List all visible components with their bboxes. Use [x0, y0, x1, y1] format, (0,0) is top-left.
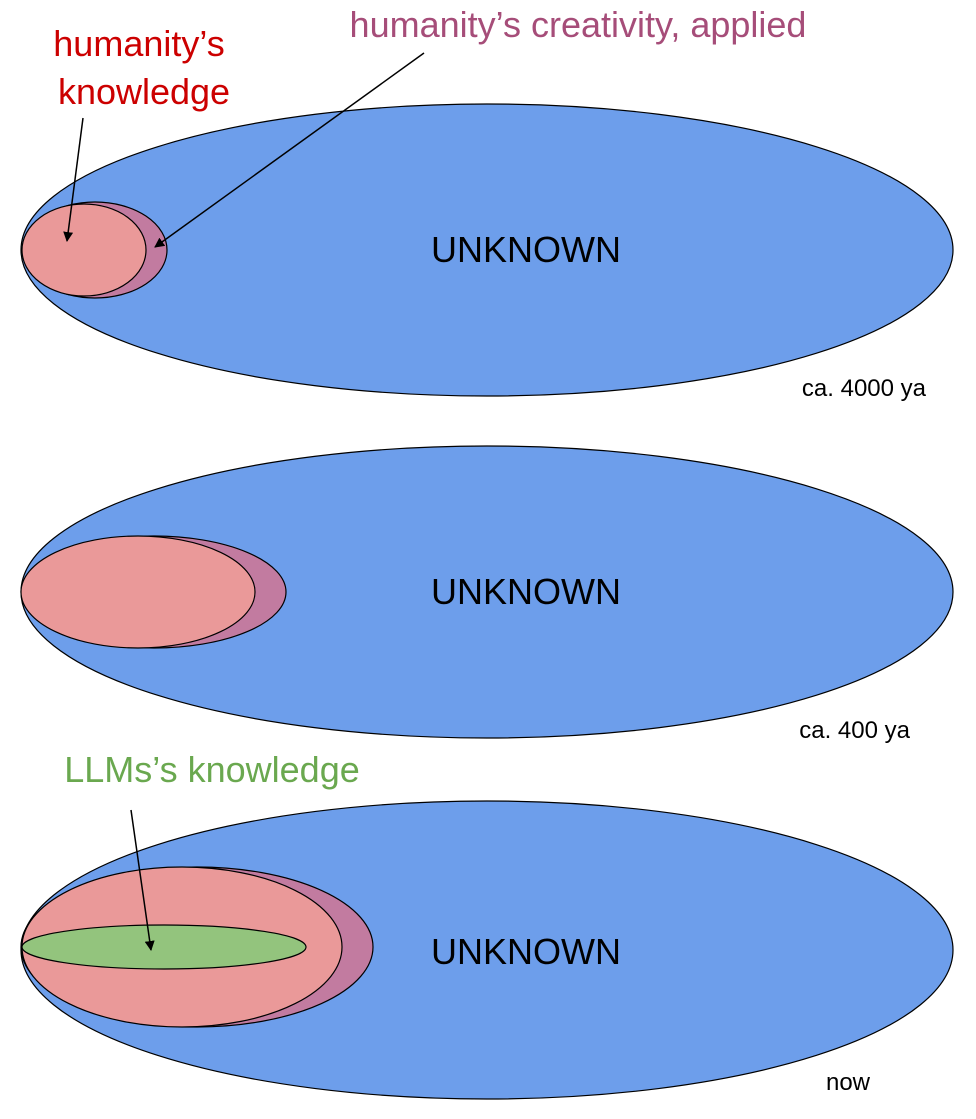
- humanity-creativity-label: humanity’s creativity, applied: [350, 4, 807, 45]
- knowledge-ellipse: [20, 535, 256, 649]
- humanity-knowledge-label: humanity’s knowledge: [53, 23, 234, 112]
- knowledge-arrow: [63, 117, 84, 242]
- humanity-creativity-annotation: humanity’s creativity, applied: [154, 4, 807, 248]
- llm-arrow: [130, 809, 155, 951]
- llm-knowledge-annotation: LLMs’s knowledge: [64, 749, 360, 951]
- panel-400-ya: UNKNOWN ca. 400 ya: [20, 445, 954, 744]
- creativity-arrow: [154, 52, 425, 248]
- era-label: ca. 4000 ya: [802, 375, 927, 402]
- knowledge-ellipse: [21, 203, 147, 297]
- panel-now: UNKNOWN now: [20, 800, 954, 1100]
- llm-knowledge-label: LLMs’s knowledge: [64, 749, 360, 790]
- unknown-label: UNKNOWN: [431, 571, 621, 612]
- humanity-knowledge-annotation: humanity’s knowledge: [53, 23, 234, 242]
- humanity-knowledge-label-line2: knowledge: [58, 71, 230, 112]
- unknown-label: UNKNOWN: [431, 931, 621, 972]
- unknown-ellipse: [20, 103, 954, 397]
- llm-knowledge-ellipse: [21, 924, 307, 970]
- era-label: now: [826, 1069, 871, 1096]
- humanity-knowledge-label-line1: humanity’s: [53, 23, 224, 64]
- era-label: ca. 400 ya: [799, 717, 910, 744]
- unknown-label: UNKNOWN: [431, 229, 621, 270]
- panel-4000-ya: UNKNOWN ca. 4000 ya: [20, 103, 954, 402]
